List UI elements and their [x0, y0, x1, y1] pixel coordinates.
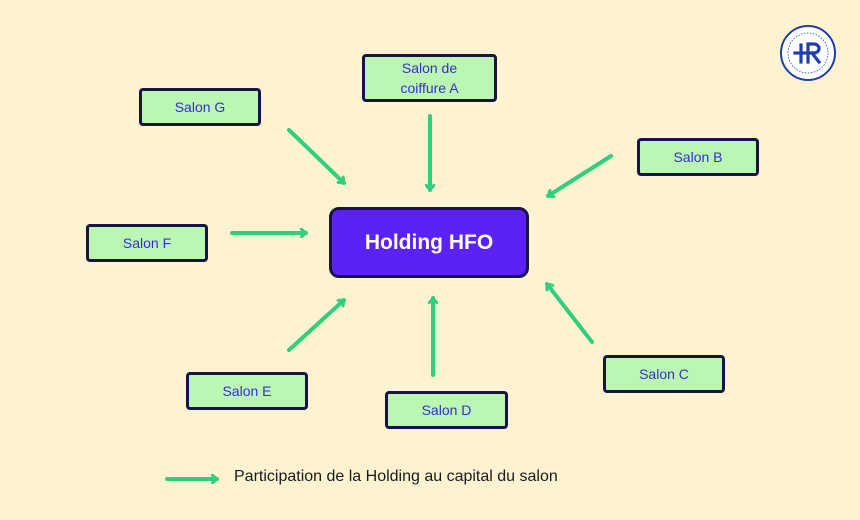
arrow-salon-e [287, 298, 346, 352]
salon-g-node: Salon G [139, 88, 261, 126]
salon-b-node: Salon B [637, 138, 759, 176]
salon-c-node: Salon C [603, 355, 725, 393]
arrow-salon-g [287, 128, 346, 185]
salon-b-label: Salon B [673, 149, 723, 165]
salon-e-node: Salon E [186, 372, 308, 410]
salon-d-node: Salon D [385, 391, 508, 429]
arrow-salon-b [546, 154, 613, 196]
salon-a-node: Salon de coiffure A [362, 54, 497, 102]
legend-label: Participation de la Holding au capital d… [234, 468, 558, 485]
salon-e-label: Salon E [222, 383, 272, 399]
salon-g-label: Salon G [174, 99, 226, 115]
hr-monogram-seal-icon [780, 25, 836, 81]
salon-a-label-line2: coiffure A [400, 80, 459, 96]
salon-d-label: Salon D [421, 402, 472, 418]
holding-hfo-node: Holding HFO [329, 207, 529, 278]
salon-f-node: Salon F [86, 224, 208, 262]
arrow-salon-c [545, 282, 594, 344]
salon-f-label: Salon F [122, 235, 172, 251]
holding-hfo-label: Holding HFO [364, 230, 494, 254]
salon-c-label: Salon C [639, 366, 689, 382]
salon-a-label-line1: Salon de [401, 60, 458, 76]
